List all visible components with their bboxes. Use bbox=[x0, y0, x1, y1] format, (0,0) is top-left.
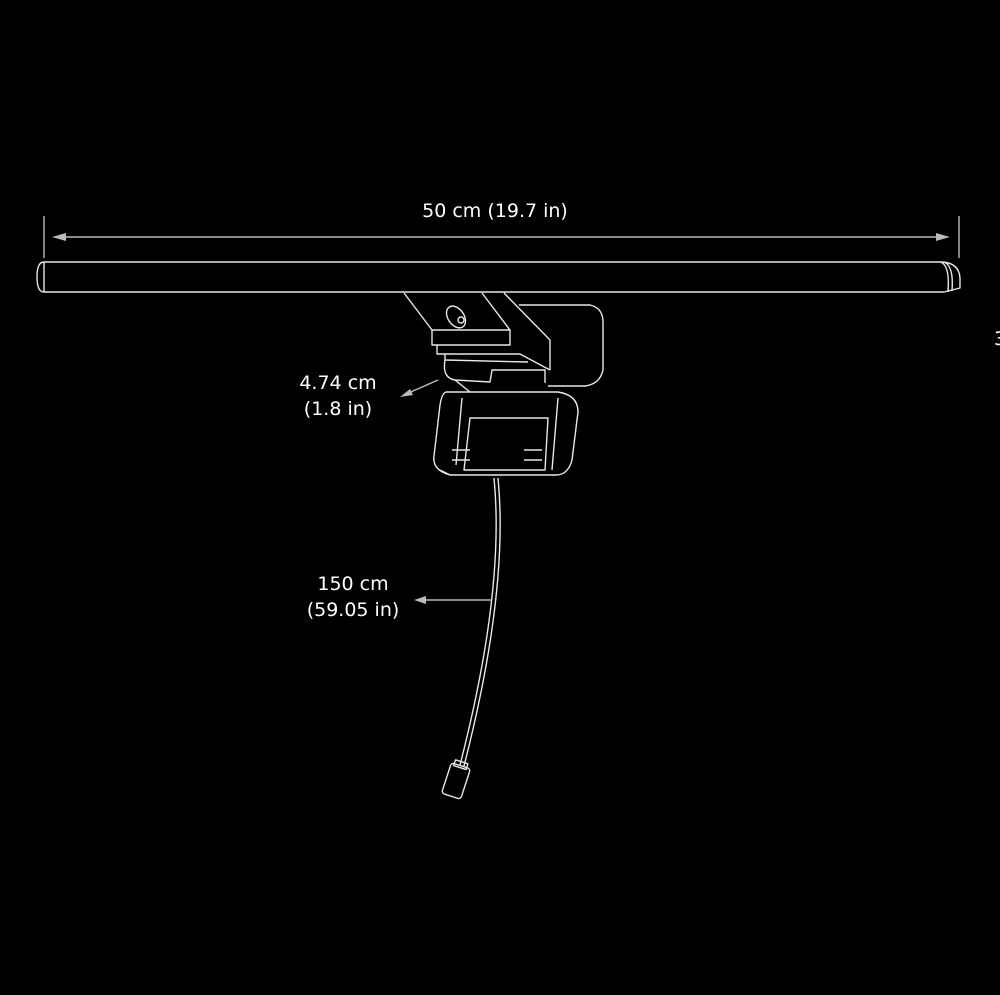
usb-cable bbox=[441, 477, 501, 800]
clip-width-imperial: (1.8 in) bbox=[304, 398, 372, 420]
clip-width-metric: 4.74 cm bbox=[299, 372, 376, 394]
clip-width-dimension: 4.74 cm (1.8 in) bbox=[299, 372, 439, 420]
cable-length-metric: 150 cm bbox=[317, 573, 388, 595]
length-dimension: 50 cm (19.7 in) bbox=[43, 200, 960, 258]
cable-length-dimension: 150 cm (59.05 in) bbox=[307, 573, 492, 621]
cut-off-label: 3 bbox=[994, 328, 1000, 350]
cable-length-imperial: (59.05 in) bbox=[307, 599, 400, 621]
length-label: 50 cm (19.7 in) bbox=[422, 200, 568, 222]
light-bar bbox=[36, 261, 961, 293]
mount-clip: 3 bbox=[403, 292, 1000, 476]
